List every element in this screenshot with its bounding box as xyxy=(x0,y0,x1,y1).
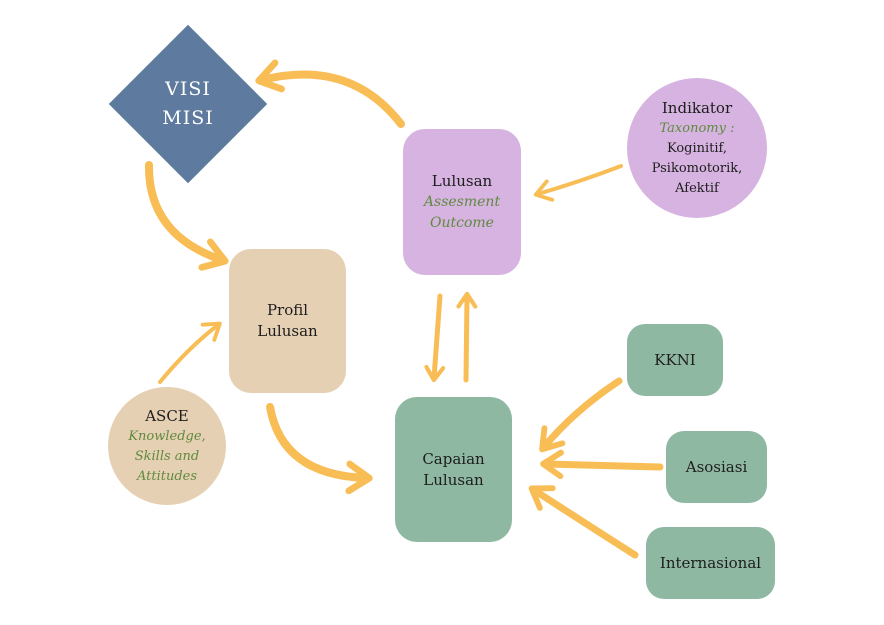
visi-misi-node: VISI MISI xyxy=(108,24,268,184)
arrow-lulusan-to-capaian xyxy=(424,293,446,383)
capaian-label: Capaian xyxy=(422,449,485,468)
profil-label: Profil xyxy=(266,301,309,319)
kkni-label: KKNI xyxy=(654,350,696,369)
asce-skills: Skills and xyxy=(134,448,200,464)
lulusan-node: Lulusan Assesment Outcome xyxy=(403,129,521,275)
capaian-lulusan-label: Lulusan xyxy=(423,470,484,489)
lulusan-title: Lulusan xyxy=(431,171,493,190)
capaian-lulusan-node: Capaian Lulusan xyxy=(395,397,512,542)
indikator-psikomotorik: Psikomotorik, xyxy=(651,161,743,176)
lulusan-sub-outcome: Outcome xyxy=(430,214,494,231)
indikator-taxonomy: Taxonomy : xyxy=(659,121,735,136)
lulusan-sub-assesment: Assesment xyxy=(423,193,501,210)
indikator-kognitif: Koginitif, xyxy=(666,141,728,156)
asosiasi-label: Asosiasi xyxy=(685,457,748,476)
indikator-afektif: Afektif xyxy=(675,181,719,196)
arrow-visimisi-to-profil xyxy=(144,161,229,271)
arrow-asce-to-profil xyxy=(158,321,222,384)
indikator-node: Indikator Taxonomy : Koginitif, Psikomot… xyxy=(627,78,767,218)
indikator-title: Indikator xyxy=(661,99,733,117)
arrow-indikator-to-lulusan xyxy=(533,164,623,202)
asce-attitudes: Attitudes xyxy=(136,468,198,484)
arrow-profil-to-capaian xyxy=(266,403,373,495)
arrow-asosiasi-to-capaian xyxy=(540,449,664,480)
internasional-label: Internasional xyxy=(659,553,762,572)
visi-label: VISI xyxy=(165,78,211,100)
misi-label: MISI xyxy=(162,107,214,129)
asce-title: ASCE xyxy=(145,406,189,425)
profil-lulusan-label: Lulusan xyxy=(257,322,318,340)
arrow-kkni-to-capaian xyxy=(539,377,623,453)
asce-knowledge: Knowledge, xyxy=(128,428,206,444)
asce-node: ASCE Knowledge, Skills and Attitudes xyxy=(108,387,226,505)
asosiasi-node: Asosiasi xyxy=(666,431,767,503)
arrow-lulusan-to-visimisi xyxy=(255,59,405,128)
arrow-internasional-to-capaian xyxy=(528,485,639,559)
profil-lulusan-node: Profil Lulusan xyxy=(229,249,346,393)
arrow-capaian-to-lulusan xyxy=(456,291,478,383)
kkni-node: KKNI xyxy=(627,324,723,396)
internasional-node: Internasional xyxy=(646,527,775,599)
